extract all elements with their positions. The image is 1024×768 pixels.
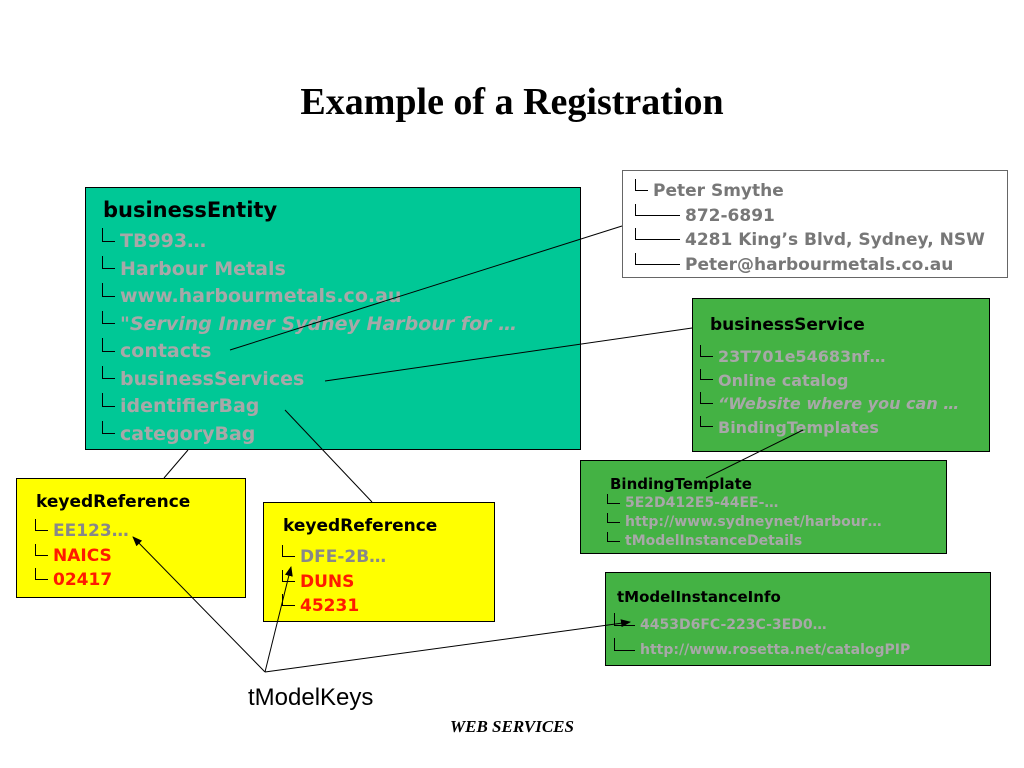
- business-service-heading: businessService: [710, 315, 865, 335]
- footer-text: WEB SERVICES: [450, 717, 574, 736]
- tmodel-keys-label: tModelKeys: [248, 684, 374, 711]
- category-bag-connector: [163, 449, 189, 479]
- identifier-bag-item: identifierBag: [100, 393, 517, 421]
- keyed-reference-heading-2: keyedReference: [283, 516, 438, 536]
- keyed-reference-value-2: 45231: [280, 594, 386, 619]
- business-url: www.harbourmetals.co.au: [100, 283, 517, 311]
- binding-template-box: BindingTemplate 5E2D412E5-44EE-… http://…: [580, 460, 947, 554]
- keyed-reference-tree-1: EE123… NAICS 02417: [33, 519, 129, 593]
- contacts-item: contacts: [100, 338, 517, 366]
- contact-box: Peter Smythe 872-6891 4281 King’s Blvd, …: [622, 170, 1008, 278]
- keyed-reference-tmodel-key-2: DFE-2B…: [280, 545, 386, 570]
- category-bag-item: categoryBag: [100, 420, 517, 449]
- binding-template-tree: 5E2D412E5-44EE-… http://www.sydneynet/ha…: [605, 494, 882, 551]
- page-title: Example of a Registration: [300, 81, 724, 123]
- tmodel-instance-info-heading: tModelInstanceInfo: [617, 588, 781, 606]
- business-key: TB993…: [100, 228, 517, 256]
- business-entity-tree: TB993… Harbour Metals www.harbourmetals.…: [100, 228, 517, 448]
- tmodel-keys-arrow-3: [264, 619, 631, 673]
- tmodel-instance-info-box: tModelInstanceInfo 4453D6FC-223C-3ED0… h…: [605, 572, 991, 666]
- contact-phone: 872-6891: [633, 203, 985, 229]
- keyed-reference-box-1: keyedReference EE123… NAICS 02417: [16, 478, 246, 598]
- keyed-reference-value-1: 02417: [33, 568, 129, 593]
- business-service-tree: 23T701e54683nf… Online catalog “Website …: [698, 345, 959, 439]
- business-entity-heading: businessEntity: [103, 198, 278, 222]
- keyed-reference-tmodel-key-1: EE123…: [33, 519, 129, 544]
- binding-templates-item: BindingTemplates: [698, 415, 959, 440]
- tmodel-instance-details-item: tModelInstanceDetails: [605, 532, 882, 551]
- contact-name: Peter Smythe: [633, 179, 985, 204]
- business-service-box: businessService 23T701e54683nf… Online c…: [692, 298, 990, 452]
- keyed-reference-heading-1: keyedReference: [36, 492, 191, 512]
- service-description: “Website where you can …: [698, 392, 959, 416]
- contact-email: Peter@harbourmetals.co.au: [633, 252, 985, 278]
- service-name: Online catalog: [698, 368, 959, 393]
- keyed-reference-name-2: DUNS: [280, 569, 386, 595]
- keyed-reference-tree-2: DFE-2B… DUNS 45231: [280, 545, 386, 619]
- keyed-reference-name-1: NAICS: [33, 543, 129, 569]
- access-point: http://www.sydneynet/harbour…: [605, 513, 882, 532]
- keyed-reference-box-2: keyedReference DFE-2B… DUNS 45231: [263, 502, 495, 622]
- binding-template-heading: BindingTemplate: [610, 475, 752, 493]
- tmodel-instance-info-tree: 4453D6FC-223C-3ED0… http://www.rosetta.n…: [612, 613, 910, 663]
- business-entity-box: businessEntity TB993… Harbour Metals www…: [85, 187, 581, 450]
- business-description: "Serving Inner Sydney Harbour for …: [100, 310, 517, 339]
- overview-url: http://www.rosetta.net/catalogPIP: [612, 638, 910, 663]
- binding-key: 5E2D412E5-44EE-…: [605, 494, 882, 513]
- business-name: Harbour Metals: [100, 255, 517, 284]
- tmodel-key: 4453D6FC-223C-3ED0…: [612, 613, 910, 638]
- contact-tree: Peter Smythe 872-6891 4281 King’s Blvd, …: [633, 179, 985, 277]
- business-services-item: businessServices: [100, 365, 517, 394]
- service-key: 23T701e54683nf…: [698, 345, 959, 369]
- contact-address: 4281 King’s Blvd, Sydney, NSW: [633, 228, 985, 253]
